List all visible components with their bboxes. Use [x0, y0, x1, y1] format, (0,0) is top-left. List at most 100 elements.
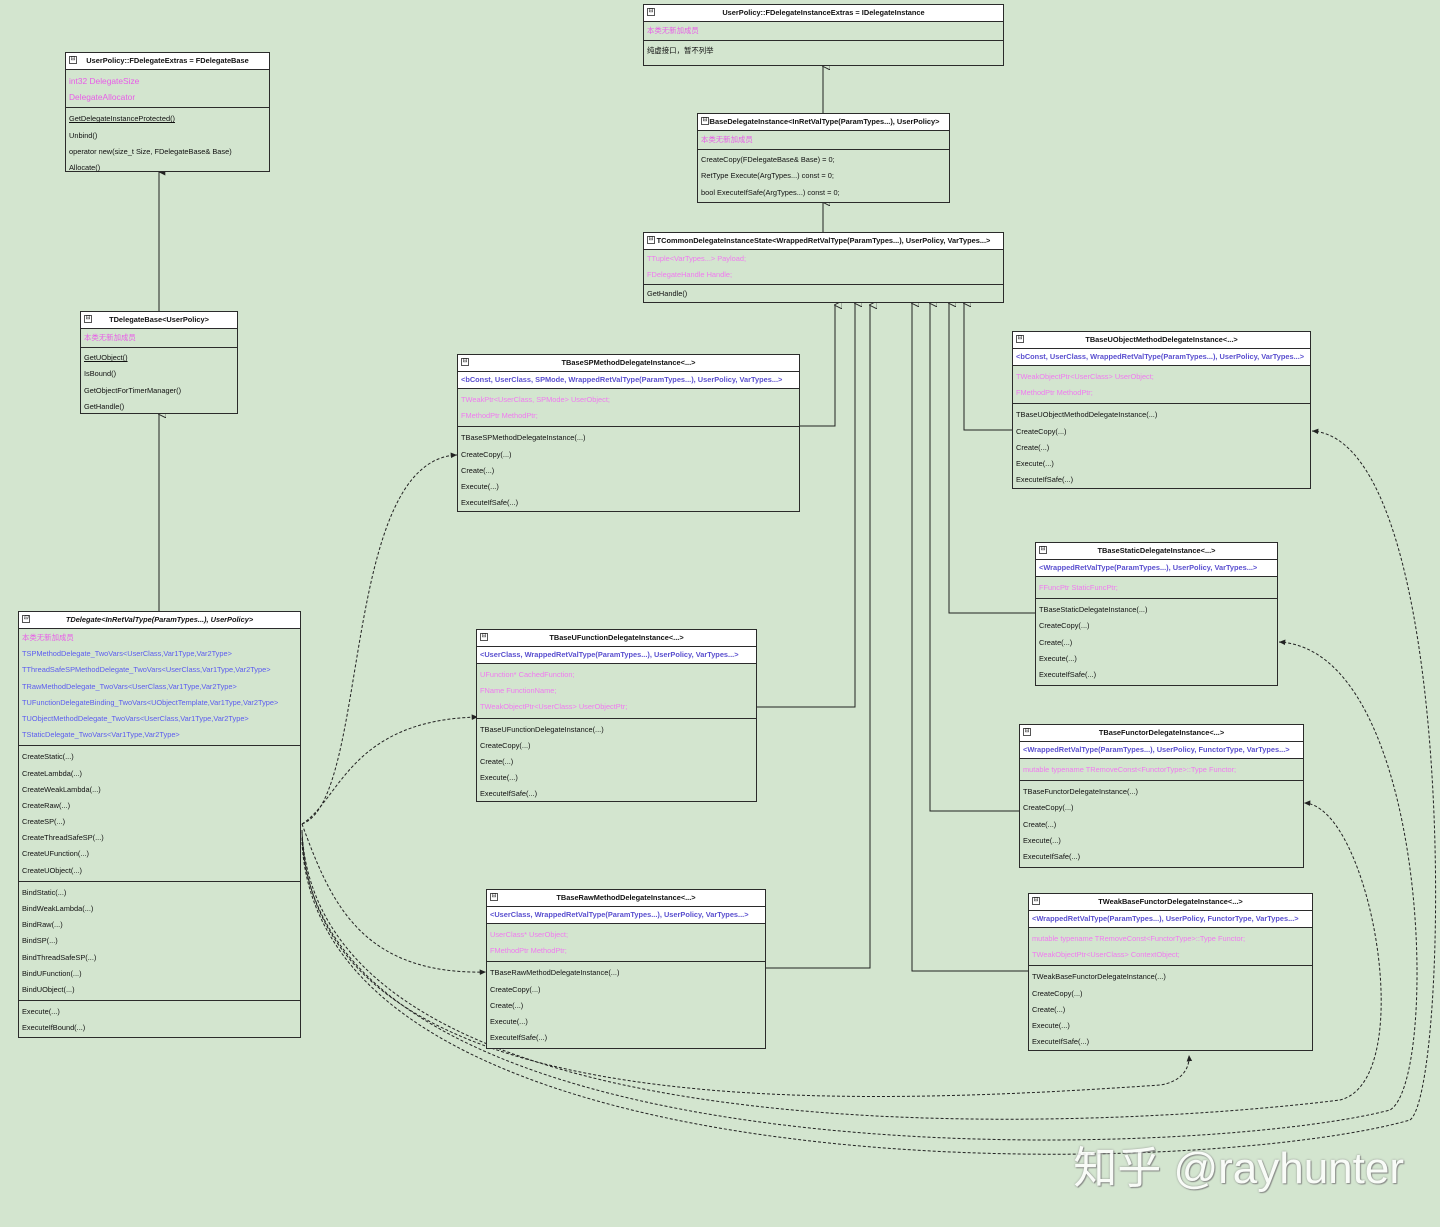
- class-tdelegate: ⊟TDelegate<InRetValType(ParamTypes...), …: [18, 611, 301, 1038]
- template-params: <UserClass, WrappedRetValType(ParamTypes…: [477, 647, 756, 664]
- method: TBaseRawMethodDelegateInstance(...): [490, 968, 620, 978]
- class-title: ⊟TBaseUFunctionDelegateInstance<...>: [477, 630, 756, 647]
- method: Execute(...): [461, 481, 499, 491]
- method: Execute(...): [1032, 1020, 1070, 1030]
- methods-section: TBaseSPMethodDelegateInstance(...) Creat…: [458, 427, 799, 513]
- fields-section: TWeakObjectPtr<UserClass> UserObject; FM…: [1013, 366, 1310, 405]
- class-title: ⊟TDelegate<InRetValType(ParamTypes...), …: [19, 612, 300, 629]
- method: TBaseSPMethodDelegateInstance(...): [461, 433, 586, 443]
- execute-methods-section: Execute(...) ExecuteIfBound(...): [19, 1001, 300, 1038]
- method: Execute(...): [1039, 653, 1077, 663]
- field: 本类无新加成员: [84, 333, 136, 342]
- field: UserClass* UserObject;: [490, 930, 569, 939]
- method: ExecuteIfSafe(...): [1039, 669, 1097, 679]
- fields-section: UserClass* UserObject; FMethodPtr Method…: [487, 924, 765, 963]
- method: ExecuteIfBound(...): [22, 1023, 86, 1033]
- class-title: ⊟TDelegateBase<UserPolicy>: [81, 312, 237, 329]
- method: ExecuteIfSafe(...): [490, 1033, 548, 1043]
- collapse-icon[interactable]: ⊟: [701, 117, 709, 125]
- method: 纯虚接口，暂不列举: [647, 46, 714, 56]
- inherit-static-to-common: [949, 303, 1035, 614]
- typedef: TSPMethodDelegate_TwoVars<UserClass,Var1…: [22, 649, 232, 659]
- inherit-ufunc-to-common: [756, 303, 855, 708]
- fields-section: 本类无新加成员: [644, 22, 1003, 42]
- fields-section: FFuncPtr StaticFuncPtr;: [1036, 577, 1277, 600]
- method: TBaseStaticDelegateInstance(...): [1039, 605, 1148, 615]
- field: 本类无新加成员: [22, 633, 74, 642]
- collapse-icon[interactable]: ⊟: [1023, 728, 1031, 736]
- field: TWeakPtr<UserClass, SPMode> UserObject;: [461, 395, 610, 404]
- method: GetUObject(): [84, 353, 128, 363]
- collapse-icon[interactable]: ⊟: [461, 358, 469, 366]
- collapse-icon[interactable]: ⊟: [84, 315, 92, 323]
- methods-section: TBaseUObjectMethodDelegateInstance(...) …: [1013, 404, 1310, 490]
- template-params: <WrappedRetValType(ParamTypes...), UserP…: [1020, 742, 1303, 759]
- field: mutable typename TRemoveConst<FunctorTyp…: [1032, 934, 1246, 943]
- class-title: ⊟UserPolicy::FDelegateExtras = FDelegate…: [66, 53, 269, 70]
- collapse-icon[interactable]: ⊟: [647, 8, 655, 16]
- fields-section: UFunction* CachedFunction; FName Functio…: [477, 664, 756, 719]
- depends-raw: [301, 823, 487, 975]
- methods-section: GetDelegateInstanceProtected() Unbind() …: [66, 108, 269, 178]
- collapse-icon[interactable]: ⊟: [1032, 897, 1040, 905]
- field: FMethodPtr MethodPtr;: [1016, 388, 1093, 398]
- methods-section: 纯虚接口，暂不列举: [644, 41, 1003, 59]
- method: BindRaw(...): [22, 920, 63, 930]
- methods-section: GetHandle(): [644, 285, 1003, 302]
- class-title: ⊟TBaseRawMethodDelegateInstance<...>: [487, 890, 765, 907]
- template-params: <bConst, UserClass, SPMode, WrappedRetVa…: [458, 372, 799, 389]
- field: TTuple<VarTypes...> Payload;: [647, 254, 747, 263]
- class-tdelegate-base: ⊟TDelegateBase<UserPolicy> 本类无新加成员 GetUO…: [80, 311, 238, 414]
- method: CreateCopy(...): [490, 984, 541, 994]
- inherit-weak-to-common: [912, 303, 1028, 972]
- method: Create(...): [1016, 442, 1050, 452]
- methods-section: TBaseFunctorDelegateInstance(...) Create…: [1020, 781, 1303, 867]
- create-methods-section: CreateStatic(...) CreateLambda(...) Crea…: [19, 746, 300, 882]
- typedef: TUFunctionDelegateBinding_TwoVars<UObjec…: [22, 697, 279, 707]
- method: CreateUFunction(...): [22, 849, 89, 859]
- field: FFuncPtr StaticFuncPtr;: [1039, 583, 1118, 592]
- method: BindThreadSafeSP(...): [22, 952, 97, 962]
- fields-section: TWeakPtr<UserClass, SPMode> UserObject; …: [458, 389, 799, 428]
- class-title: ⊟TBaseStaticDelegateInstance<...>: [1036, 543, 1277, 560]
- field: FMethodPtr MethodPtr;: [490, 946, 567, 956]
- collapse-icon[interactable]: ⊟: [69, 56, 77, 64]
- collapse-icon[interactable]: ⊟: [1016, 335, 1024, 343]
- method: ExecuteIfSafe(...): [1023, 851, 1081, 861]
- method: CreateUObject(...): [22, 865, 82, 875]
- class-title: ⊟TWeakBaseFunctorDelegateInstance<...>: [1029, 894, 1312, 911]
- collapse-icon[interactable]: ⊟: [490, 893, 498, 901]
- field: mutable typename TRemoveConst<FunctorTyp…: [1023, 765, 1237, 774]
- members-section: 本类无新加成员 TSPMethodDelegate_TwoVars<UserCl…: [19, 629, 300, 747]
- method: Unbind(): [69, 130, 98, 140]
- collapse-icon[interactable]: ⊟: [1039, 546, 1047, 554]
- method: CreateWeakLambda(...): [22, 784, 101, 794]
- class-fdelegate-extras: ⊟UserPolicy::FDelegateExtras = FDelegate…: [65, 52, 270, 172]
- collapse-icon[interactable]: ⊟: [647, 236, 655, 244]
- class-tbase-raw-method-delegate-instance: ⊟TBaseRawMethodDelegateInstance<...> <Us…: [486, 889, 766, 1049]
- class-tbase-uobject-method-delegate-instance: ⊟TBaseUObjectMethodDelegateInstance<...>…: [1012, 331, 1311, 489]
- class-ibase-delegate-instance: ⊟IBaseDelegateInstance<InRetValType(Para…: [697, 113, 950, 203]
- method: CreateCopy(...): [1032, 988, 1083, 998]
- method: GetDelegateInstanceProtected(): [69, 114, 175, 124]
- class-title: ⊟TBaseFunctorDelegateInstance<...>: [1020, 725, 1303, 742]
- method: BindUFunction(...): [22, 968, 82, 978]
- method: BindWeakLambda(...): [22, 904, 94, 913]
- template-params: <WrappedRetValType(ParamTypes...), UserP…: [1036, 560, 1277, 577]
- method: Execute(...): [490, 1016, 528, 1026]
- collapse-icon[interactable]: ⊟: [22, 615, 30, 623]
- class-tbase-static-delegate-instance: ⊟TBaseStaticDelegateInstance<...> <Wrapp…: [1035, 542, 1278, 686]
- method: ExecuteIfSafe(...): [1016, 475, 1074, 485]
- fields-section: 本类无新加成员: [81, 329, 237, 349]
- method: TBaseUObjectMethodDelegateInstance(...): [1016, 410, 1158, 420]
- field: FName FunctionName;: [480, 686, 557, 696]
- method: Create(...): [461, 465, 495, 475]
- collapse-icon[interactable]: ⊟: [480, 633, 488, 641]
- class-tcommon-delegate-instance-state: ⊟TCommonDelegateInstanceState<WrappedRet…: [643, 232, 1004, 303]
- typedef: TRawMethodDelegate_TwoVars<UserClass,Var…: [22, 681, 237, 691]
- bind-methods-section: BindStatic(...) BindWeakLambda(...) Bind…: [19, 882, 300, 1002]
- method: GetHandle(): [647, 289, 688, 299]
- class-tbase-sp-method-delegate-instance: ⊟TBaseSPMethodDelegateInstance<...> <bCo…: [457, 354, 800, 512]
- methods-section: TWeakBaseFunctorDelegateInstance(...) Cr…: [1029, 966, 1312, 1052]
